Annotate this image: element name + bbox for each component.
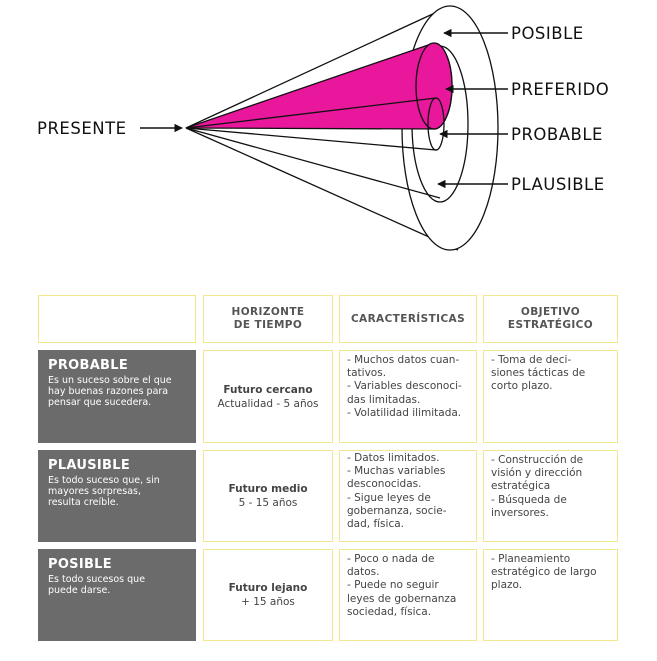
row-title: POSIBLE [48, 557, 112, 572]
row-probable-objetivo: - Toma de deci- siones tácticas de corto… [483, 350, 618, 443]
header-empty [38, 295, 196, 343]
row-plausible-caracteristicas: - Datos limitados. - Muchas variables de… [339, 450, 477, 542]
row-posible-caracteristicas: - Poco o nada de datos. - Puede no segui… [339, 549, 477, 641]
row-plausible-objetivo: - Construcción de visión y dirección est… [483, 450, 618, 542]
row-title: PROBABLE [48, 358, 129, 373]
header-objetivo: OBJETIVO ESTRATÉGICO [483, 295, 618, 343]
row-posible-head: POSIBLE Es todo sucesos que puede darse. [38, 549, 196, 641]
row-plausible-horizon: Futuro medio 5 - 15 años [203, 450, 333, 542]
label-presente: PRESENTE [37, 119, 127, 138]
row-probable-head: PROBABLE Es un suceso sobre el que hay b… [38, 350, 196, 443]
futures-cone-diagram: PRESENTE POSIBLE PREFERIDO PROBABLE PLAU… [37, 5, 609, 251]
label-preferido: PREFERIDO [511, 80, 609, 99]
row-plausible-head: PLAUSIBLE Es todo suceso que, sin mayore… [38, 450, 196, 542]
header-caracteristicas: CARACTERÍSTICAS [339, 295, 477, 343]
cone-preferido [185, 42, 453, 130]
label-plausible: PLAUSIBLE [511, 175, 605, 194]
cone-probable [185, 97, 445, 151]
row-posible-horizon: Futuro lejano + 15 años [203, 549, 333, 641]
header-horizonte: HORIZONTE DE TIEMPO [203, 295, 333, 343]
row-description: Es todo suceso que, sin mayores sorpresa… [48, 475, 160, 508]
row-probable-horizon: Futuro cercano Actualidad - 5 años [203, 350, 333, 443]
row-description: Es todo sucesos que puede darse. [48, 574, 146, 596]
row-probable-caracteristicas: - Muchos datos cuan- tativos. - Variable… [339, 350, 477, 443]
row-title: PLAUSIBLE [48, 458, 131, 473]
label-posible: POSIBLE [511, 24, 584, 43]
label-probable: PROBABLE [511, 125, 603, 144]
row-posible-objetivo: - Planeamiento estratégico de largo plaz… [483, 549, 618, 641]
row-description: Es un suceso sobre el que hay buenas raz… [48, 375, 172, 408]
